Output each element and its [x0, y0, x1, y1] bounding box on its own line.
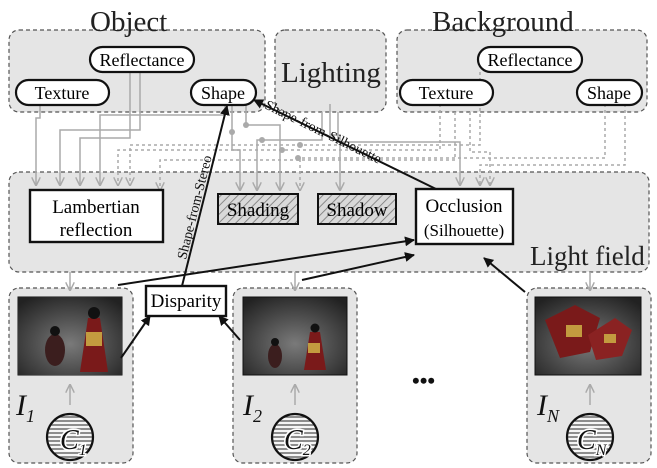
- image-symbol-n: IN: [536, 389, 560, 426]
- image-symbol-1: I1: [15, 389, 35, 426]
- object-title: Object: [90, 6, 167, 38]
- gray-connectors: [36, 72, 460, 190]
- shading-box: Shading: [217, 193, 299, 225]
- arrow-image2-to-disparity: [218, 315, 241, 341]
- background-title: Background: [432, 6, 574, 38]
- shading-label: Shading: [227, 200, 290, 221]
- lighting-panel: [274, 29, 387, 113]
- occlusion-line-1: Occlusion: [425, 196, 503, 217]
- camera-image-1: [17, 296, 123, 376]
- svg-text:C1: C1: [60, 425, 87, 459]
- camera-image-2: [242, 296, 348, 376]
- camera-image-n: [534, 296, 642, 376]
- arrow-disparity-to-shape: [181, 105, 230, 287]
- shadow-label: Shadow: [326, 200, 388, 221]
- light-field-title: Light field: [530, 241, 645, 271]
- shadow-box: Shadow: [317, 193, 397, 225]
- dotted-connectors: [118, 72, 626, 190]
- connector-joints: [229, 122, 303, 161]
- object-shape-pill: Shape: [189, 78, 258, 107]
- black-arrows: [117, 99, 526, 359]
- background-shape-label: Shape: [587, 83, 631, 103]
- camera-symbol-2: C2: [270, 412, 320, 462]
- object-reflectance-label: Reflectance: [100, 50, 185, 70]
- occlusion-silhouette-box: Occlusion (Silhouette): [414, 187, 515, 246]
- background-texture-label: Texture: [419, 83, 474, 103]
- arrow-image1-to-occlusion: [117, 236, 415, 286]
- object-texture-label: Texture: [35, 83, 90, 103]
- background-reflectance-label: Reflectance: [488, 50, 573, 70]
- svg-text:C2: C2: [284, 425, 311, 459]
- disparity-box: Disparity: [144, 284, 228, 318]
- svg-text:CN: CN: [577, 425, 608, 459]
- object-reflectance-pill: Reflectance: [88, 45, 196, 74]
- object-texture-pill: Texture: [14, 78, 111, 107]
- background-reflectance-pill: Reflectance: [476, 45, 584, 74]
- lambertian-line-2: reflection: [60, 220, 133, 241]
- ellipsis: •••: [412, 368, 435, 393]
- lightfield-to-image-arrows: [70, 272, 590, 405]
- image-symbol-2: I2: [242, 389, 262, 426]
- lambertian-reflection-box: Lambertian reflection: [28, 188, 165, 244]
- background-texture-pill: Texture: [398, 78, 495, 107]
- camera-symbol-1: C1: [45, 412, 95, 462]
- occlusion-line-2: (Silhouette): [424, 221, 504, 240]
- background-shape-pill: Shape: [575, 78, 644, 107]
- disparity-label: Disparity: [151, 291, 222, 312]
- lighting-title: Lighting: [281, 57, 381, 89]
- arrow-image1-to-disparity: [120, 315, 151, 359]
- camera-symbol-n: CN: [565, 412, 615, 462]
- arrow-image2-to-occlusion: [301, 252, 415, 281]
- arrow-occlusion-to-shape: [253, 99, 437, 190]
- lambertian-line-1: Lambertian: [52, 197, 140, 218]
- arrow-imagen-to-occlusion: [483, 257, 526, 293]
- object-shape-label: Shape: [201, 83, 245, 103]
